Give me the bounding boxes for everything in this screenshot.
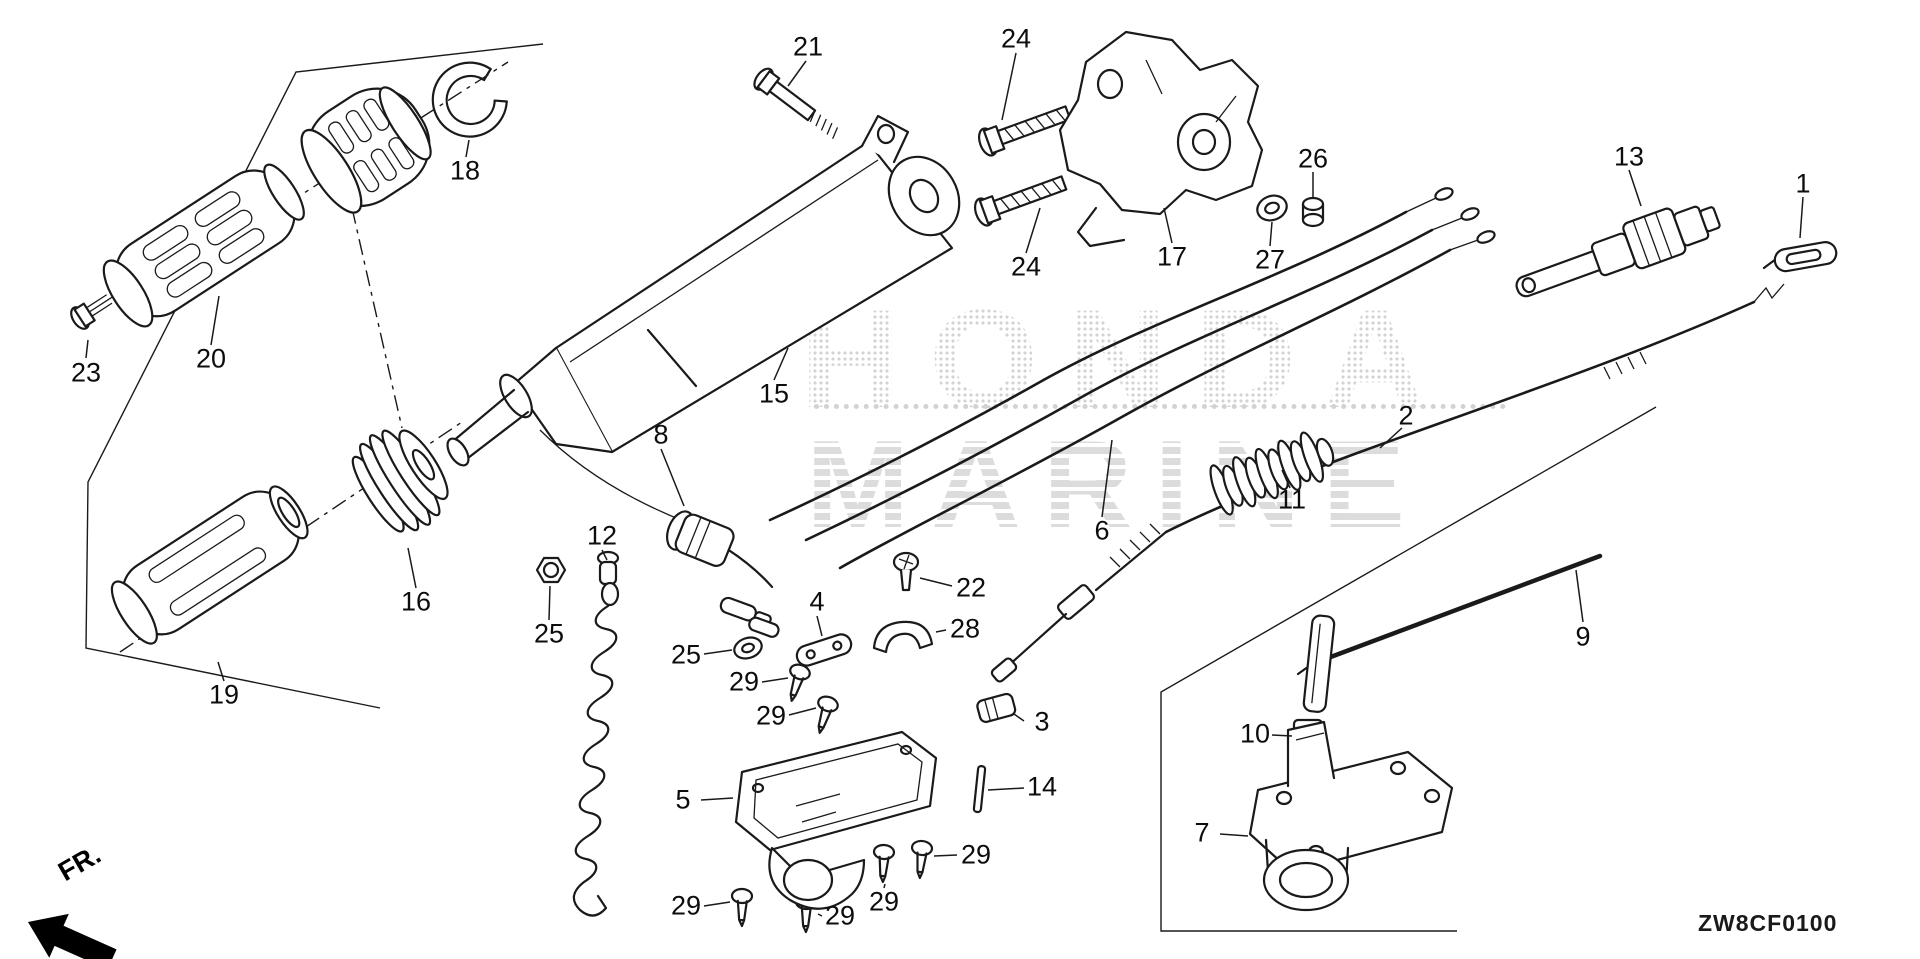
part-26-nut — [1301, 196, 1325, 228]
part-18-ring — [431, 61, 508, 138]
part-1-clip — [1762, 241, 1838, 273]
part-29-screw-1 — [789, 663, 811, 702]
part-13-engine-stop-switch — [1515, 205, 1721, 298]
part-6-wire-harness — [539, 187, 1496, 570]
part-14-pin — [972, 765, 987, 814]
part-8-switch — [665, 510, 774, 589]
part-24-bolt-upper — [977, 105, 1072, 157]
part-17-mount-bracket — [1058, 30, 1264, 248]
part-24-bolt-lower — [973, 175, 1068, 227]
part-10-blade — [1302, 614, 1336, 713]
watermark-dotted-rule — [814, 404, 1506, 409]
part-29-screw-2 — [817, 695, 839, 734]
part-20-throttle-grip — [102, 163, 305, 328]
part-19-grip-pipe — [110, 485, 309, 645]
part-25-washer — [733, 636, 763, 660]
part-15-handle-tube — [446, 114, 961, 467]
part-21-bolt — [753, 67, 839, 140]
part-29-screw-5 — [730, 887, 754, 928]
part-28-clamp — [872, 620, 934, 654]
grouping-lines — [85, 43, 1657, 932]
part-11-corrugated-boot — [1209, 431, 1335, 516]
part-29-screw-4 — [872, 843, 896, 884]
part-16-cable-drum — [351, 429, 449, 533]
part-8-connector-b — [748, 616, 780, 638]
part-3-cable-end — [976, 692, 1017, 724]
fr-arrow — [28, 913, 117, 959]
part-2-throttle-cable — [990, 283, 1785, 683]
part-4-plate — [795, 633, 853, 667]
part-27-grommet — [1256, 194, 1288, 222]
part-bearing-cage — [300, 86, 432, 214]
part-22-screw — [892, 551, 920, 592]
part-7-bracket-base — [1248, 720, 1454, 912]
watermark-line-1: HONDA — [800, 280, 1454, 437]
part-5-under-cover — [734, 730, 938, 910]
part-9-rod — [1296, 553, 1603, 676]
part-29-screw-3 — [910, 839, 934, 880]
diagram-code: ZW8CF0100 — [1698, 910, 1838, 936]
part-25-nut — [535, 556, 567, 584]
part-23-screw — [70, 294, 113, 330]
leader-lines — [85, 52, 1804, 917]
part-12-lanyard — [572, 550, 620, 917]
